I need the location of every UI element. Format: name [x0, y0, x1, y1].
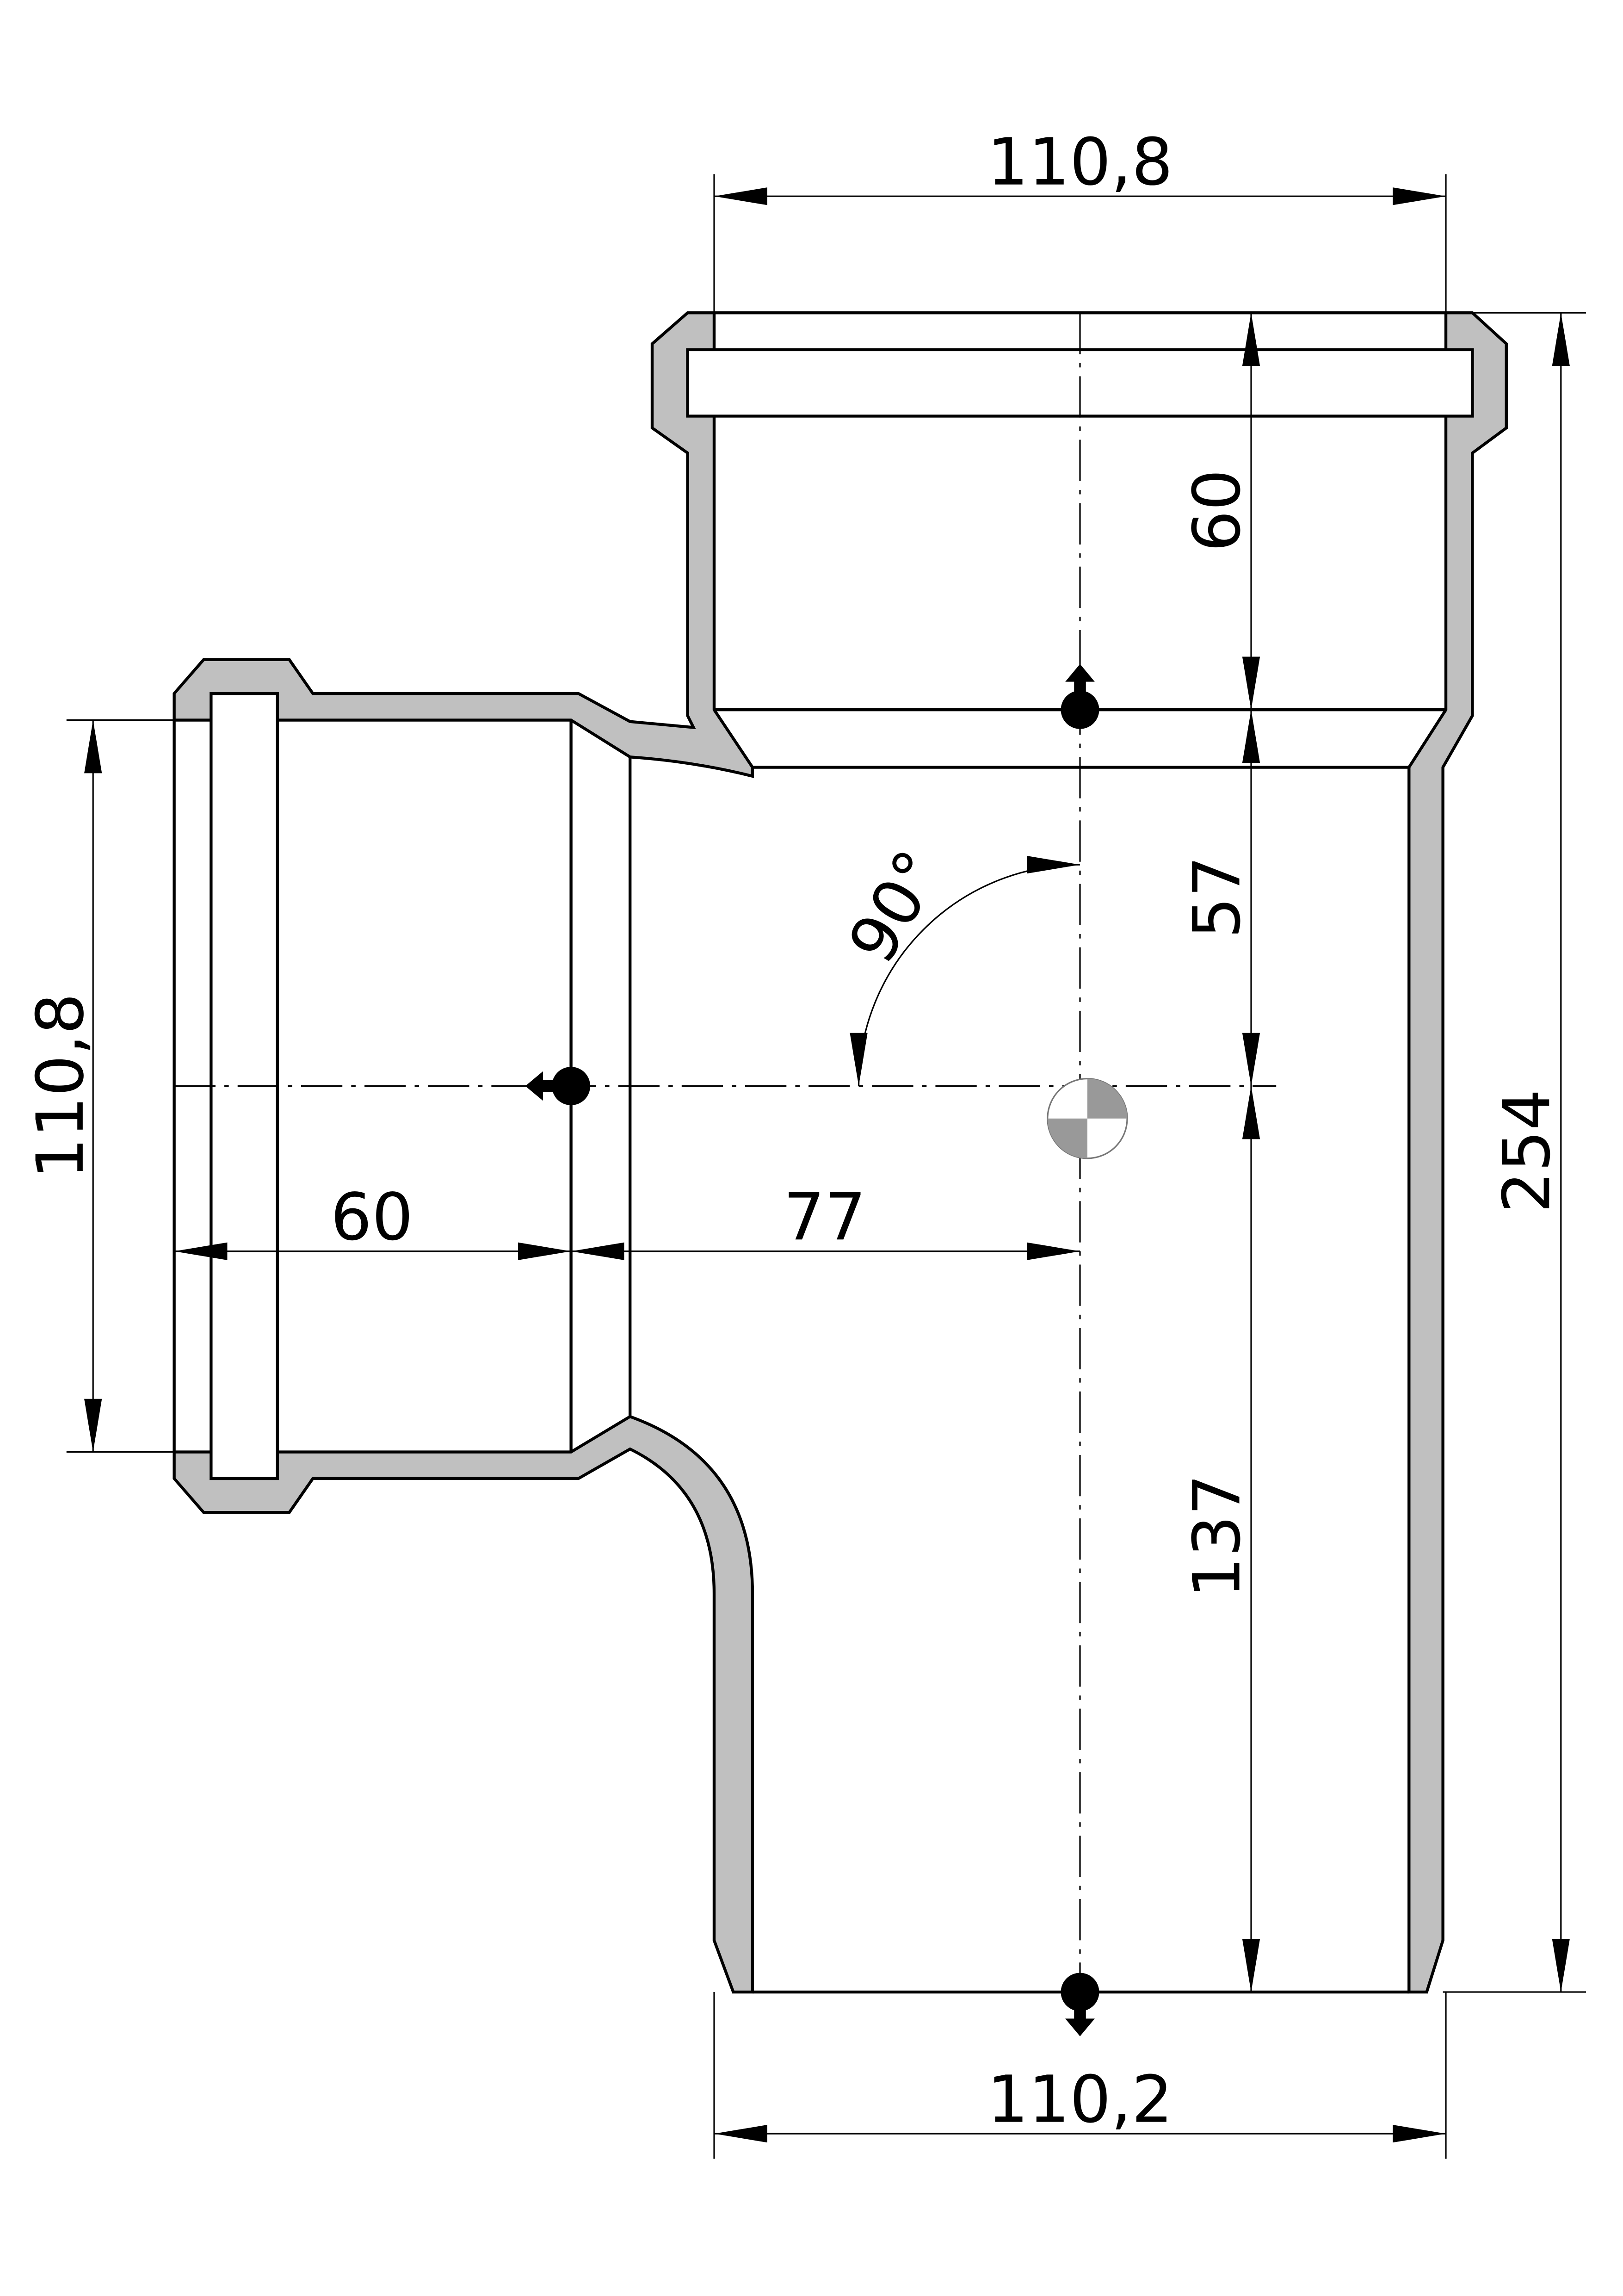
label-lower-length: 137 — [1179, 1474, 1255, 1598]
connection-marker-left — [525, 1067, 591, 1106]
label-total-height: 254 — [1489, 1089, 1565, 1213]
connection-marker-top — [1061, 664, 1099, 729]
label-top-width: 110,8 — [987, 125, 1173, 200]
dimension-lines — [84, 187, 1570, 2143]
label-socket-left: 60 — [331, 1180, 413, 1255]
label-upper-offset: 57 — [1179, 856, 1255, 939]
connection-marker-bottom — [1061, 1973, 1099, 2036]
label-socket-top: 60 — [1179, 469, 1255, 552]
bottom-left-wall — [173, 1415, 754, 1994]
label-branch-offset: 77 — [784, 1180, 866, 1255]
label-angle: 90° — [834, 838, 957, 976]
label-left-width: 110,8 — [23, 993, 99, 1179]
extension-lines — [66, 174, 1586, 2159]
angle-arc — [850, 856, 1080, 1086]
pipe-walls — [173, 311, 1508, 1994]
pipe-inner-lines — [173, 311, 1474, 1994]
centroid-symbol — [1047, 1077, 1128, 1159]
label-bottom-width: 110,2 — [987, 2062, 1173, 2138]
